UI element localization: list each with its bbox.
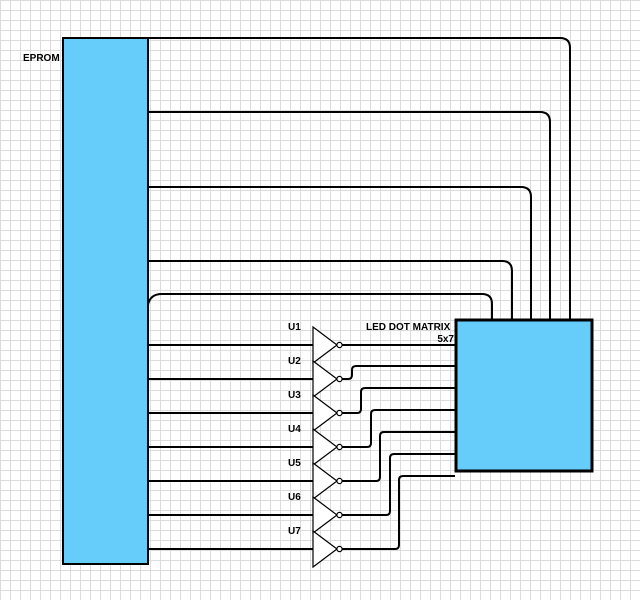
inverter-bubble-5 xyxy=(336,477,343,485)
column-wires xyxy=(147,37,571,320)
inverter-input-wires xyxy=(148,344,313,550)
inverter-u4: U4 xyxy=(288,424,343,467)
inverter-label-5: U5 xyxy=(288,458,301,469)
inverter-bubble-1 xyxy=(336,341,343,349)
inverter-gate-1 xyxy=(312,325,338,365)
column-wire-1 xyxy=(148,37,571,320)
eprom-block xyxy=(62,37,149,565)
row-wire-3 xyxy=(342,387,455,414)
column-wire-4 xyxy=(148,260,513,320)
row-wires xyxy=(342,344,455,550)
column-wire-3 xyxy=(148,186,532,320)
inverter-gate-4 xyxy=(312,427,338,467)
inverter-u5: U5 xyxy=(288,458,343,501)
inverter-bubble-4 xyxy=(336,443,343,451)
inverter-label-3: U3 xyxy=(288,390,301,401)
row-wire-6 xyxy=(342,453,455,516)
eprom-label: EPROM xyxy=(23,53,60,64)
row-wire-2 xyxy=(342,365,455,380)
inverter-bubble-6 xyxy=(336,511,343,519)
row-wire-4 xyxy=(342,409,455,448)
inverter-label-4: U4 xyxy=(288,424,301,435)
inverter-gate-2 xyxy=(312,359,338,399)
led-matrix-block xyxy=(454,318,594,473)
inverter-u3: U3 xyxy=(288,390,343,433)
inverter-bubble-3 xyxy=(336,409,343,417)
inverter-bubble-2 xyxy=(336,375,343,383)
row-wire-7 xyxy=(342,475,455,550)
led-matrix-sublabel: 5x7 xyxy=(437,334,454,345)
inverter-gate-7 xyxy=(312,529,338,569)
inverter-u6: U6 xyxy=(288,492,343,535)
inverter-u7: U7 xyxy=(288,526,343,569)
inverter-label-7: U7 xyxy=(288,526,301,537)
inverter-label-6: U6 xyxy=(288,492,301,503)
inverter-gate-3 xyxy=(312,393,338,433)
led-matrix-label: LED DOT MATRIX xyxy=(366,322,451,333)
inverter-bubble-7 xyxy=(336,545,343,553)
inverter-label-2: U2 xyxy=(288,356,301,367)
inverter-gate-6 xyxy=(312,495,338,535)
column-wire-2 xyxy=(148,111,551,320)
inverter-label-1: U1 xyxy=(288,322,301,333)
inverter-gate-5 xyxy=(312,461,338,501)
column-wire-5 xyxy=(147,293,493,320)
inverter-u1: U1 xyxy=(288,322,343,365)
row-wire-5 xyxy=(342,431,455,482)
inverter-u2: U2 xyxy=(288,356,343,399)
